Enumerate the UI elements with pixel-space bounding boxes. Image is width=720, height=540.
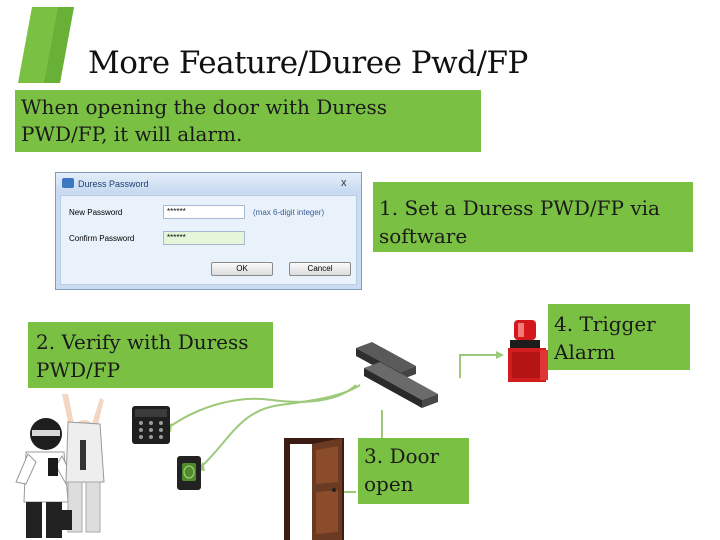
ok-button[interactable]: OK: [211, 262, 273, 276]
dialog-title: Duress Password: [78, 179, 149, 189]
key-icon: [62, 178, 74, 188]
new-password-label: New Password: [69, 208, 123, 217]
confirm-password-label: Confirm Password: [69, 234, 135, 243]
victim-person-icon: [58, 394, 105, 533]
confirm-password-field[interactable]: ******: [163, 231, 245, 245]
cancel-button[interactable]: Cancel: [289, 262, 351, 276]
step2-text-box: 2. Verify with Duress PWD/FP: [28, 322, 273, 388]
duress-password-dialog: Duress Password x New Password ****** (m…: [55, 172, 362, 290]
door-icon: [284, 438, 344, 540]
dialog-titlebar: Duress Password x: [56, 173, 361, 193]
keypad-reader-icon: [132, 406, 170, 444]
slide-title: More Feature/Duree Pwd/FP: [88, 45, 528, 81]
magnetic-lock-icon: [356, 342, 438, 408]
title-accent-shape: [18, 7, 74, 83]
close-icon[interactable]: x: [341, 177, 347, 189]
robber-person-icon: [15, 418, 75, 538]
alarm-siren-icon: [508, 320, 548, 382]
step4-text-box: 4. Trigger Alarm: [548, 304, 690, 370]
dialog-body: New Password ****** (max 6-digit integer…: [60, 195, 357, 285]
password-hint: (max 6-digit integer): [253, 208, 325, 217]
step1-text-box: 1. Set a Duress PWD/FP via software: [373, 182, 693, 252]
step3-text-box: 3. Door open: [358, 438, 469, 504]
fingerprint-reader-icon: [177, 456, 201, 490]
intro-text-box: When opening the door with Duress PWD/FP…: [15, 90, 481, 152]
new-password-field[interactable]: ******: [163, 205, 245, 219]
